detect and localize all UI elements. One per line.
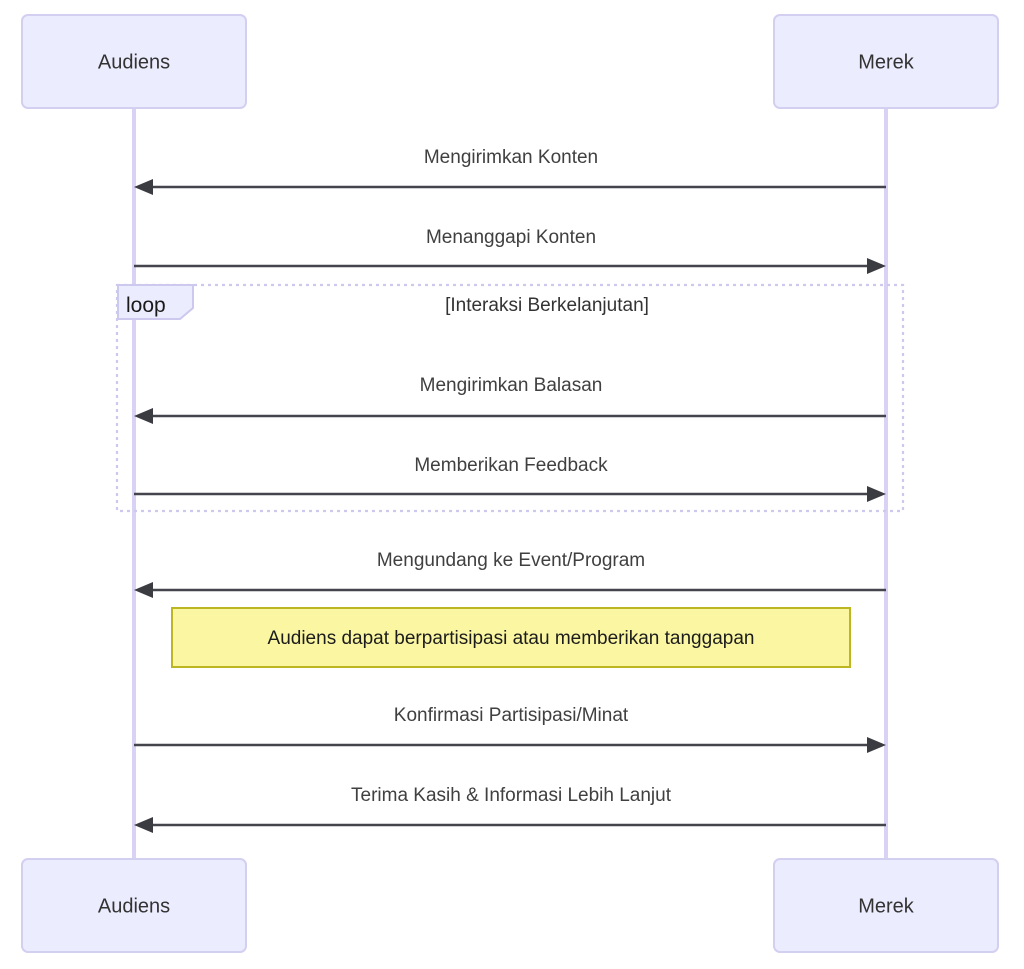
message-2-arrowhead-right (867, 258, 886, 274)
message-4-label: Memberikan Feedback (414, 455, 608, 476)
participant-audiens-top-label: Audiens (98, 51, 170, 73)
message-2-label: Menanggapi Konten (426, 227, 596, 248)
message-3-label: Mengirimkan Balasan (420, 375, 603, 396)
message-2[interactable]: Menanggapi Konten (134, 227, 886, 274)
participant-merek-bottom[interactable]: Merek (773, 858, 999, 953)
participant-merek-bottom-box (773, 858, 999, 953)
message-7-label: Terima Kasih & Informasi Lebih Lanjut (351, 785, 672, 806)
loop-condition-label: [Interaksi Berkelanjutan] (445, 295, 649, 316)
participant-audiens-bottom[interactable]: Audiens (21, 858, 247, 953)
note-1: Audiens dapat berpartisipasi atau member… (171, 607, 851, 668)
participant-merek-bottom-label: Merek (858, 895, 915, 917)
note-1-box (171, 607, 851, 668)
message-3[interactable]: Mengirimkan Balasan (134, 375, 886, 424)
lifelines-group (132, 108, 888, 859)
message-4-arrowhead-right (867, 486, 886, 502)
participant-merek-top[interactable]: Merek (773, 14, 999, 109)
message-4[interactable]: Memberikan Feedback (134, 455, 886, 502)
message-6-arrowhead-right (867, 737, 886, 753)
participant-merek-top-label: Merek (858, 51, 915, 73)
participant-merek-top-box (773, 14, 999, 109)
message-6-label: Konfirmasi Partisipasi/Minat (394, 705, 629, 726)
note-1-text: Audiens dapat berpartisipasi atau member… (268, 628, 755, 649)
loop-tag-shape (117, 284, 194, 320)
participant-audiens-top[interactable]: Audiens (21, 14, 247, 109)
message-5-arrowhead-left (134, 582, 153, 598)
message-7[interactable]: Terima Kasih & Informasi Lebih Lanjut (134, 785, 886, 833)
loop-tag-label: loop (126, 294, 166, 317)
message-5-label: Mengundang ke Event/Program (377, 550, 645, 571)
message-7-arrowhead-left (134, 817, 153, 833)
participant-audiens-bottom-label: Audiens (98, 895, 170, 917)
message-6[interactable]: Konfirmasi Partisipasi/Minat (134, 705, 886, 753)
participant-audiens-top-box (21, 14, 247, 109)
message-1-label: Mengirimkan Konten (424, 147, 598, 168)
loop-fragment: loop [Interaksi Berkelanjutan] (115, 283, 905, 513)
message-5[interactable]: Mengundang ke Event/Program (134, 550, 886, 598)
message-1[interactable]: Mengirimkan Konten (134, 147, 886, 195)
loop-frame-border (115, 283, 905, 513)
participant-audiens-bottom-box (21, 858, 247, 953)
message-1-arrowhead-left (134, 179, 153, 195)
message-3-arrowhead-left (134, 408, 153, 424)
